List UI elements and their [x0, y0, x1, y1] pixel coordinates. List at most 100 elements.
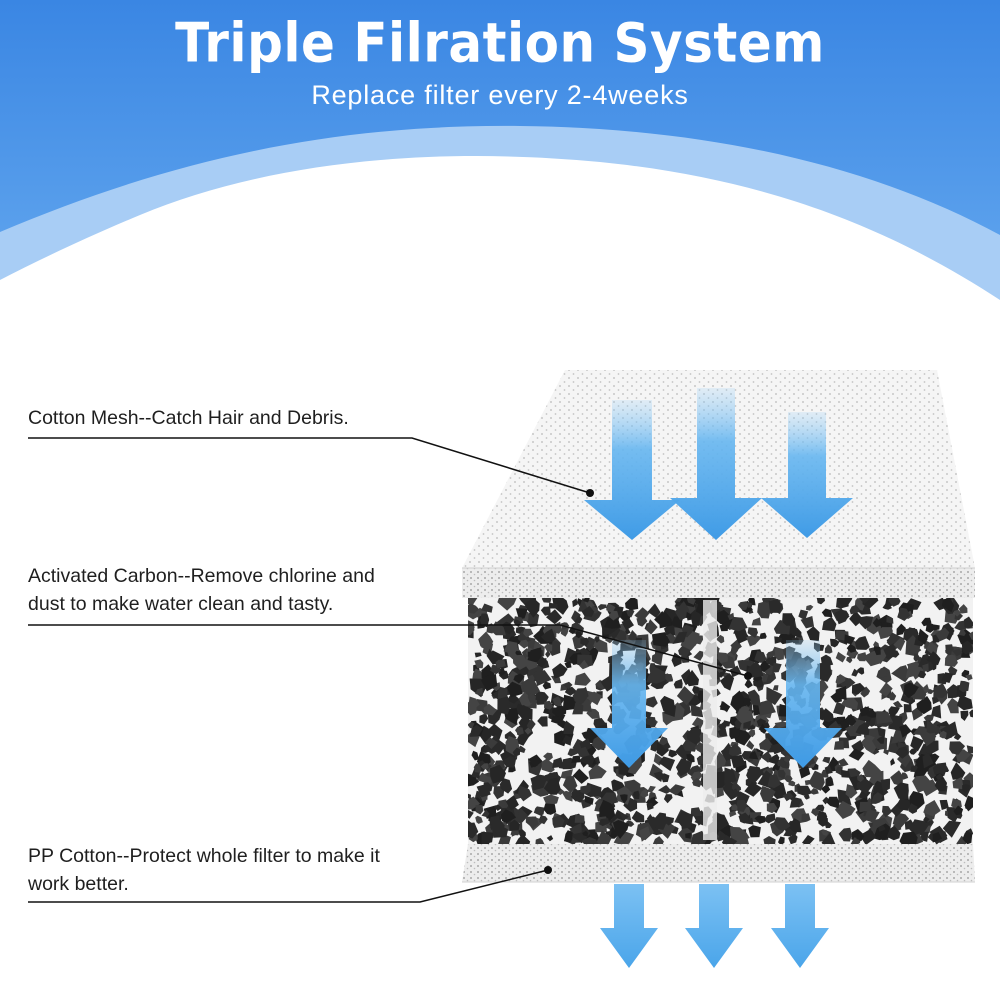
carbon-granule: [746, 634, 762, 647]
carbon-granule: [717, 727, 727, 737]
callout-dot: [544, 866, 552, 874]
carbon-granule: [518, 829, 526, 839]
carbon-granule: [571, 610, 581, 625]
carbon-granule: [896, 798, 911, 811]
carbon-granule: [740, 705, 750, 714]
carbon-granule: [746, 765, 763, 782]
carbon-granule: [859, 801, 871, 813]
carbon-granule: [480, 763, 489, 770]
carbon-granule: [890, 770, 904, 787]
carbon-granule: [563, 720, 575, 734]
carbon-granule: [767, 774, 781, 789]
water-flow-arrows-middle: [590, 640, 842, 768]
carbon-granule: [757, 601, 772, 619]
carbon-granule: [541, 598, 552, 603]
carbon-granule: [468, 793, 471, 799]
carbon-granule: [678, 826, 693, 843]
carbon-granule: [632, 790, 640, 799]
carbon-granule: [491, 682, 501, 692]
carbon-granule: [671, 616, 683, 630]
carbon-granule: [872, 617, 883, 628]
carbon-granule: [546, 609, 563, 625]
carbon-granule: [860, 686, 871, 698]
label-activated-carbon-line1: Activated Carbon--Remove chlorine and: [28, 565, 375, 587]
carbon-granule: [811, 808, 820, 817]
carbon-granule: [481, 831, 494, 844]
carbon-granule: [691, 717, 705, 729]
carbon-granule: [571, 787, 580, 798]
carbon-granule: [646, 666, 666, 684]
carbon-granule: [876, 735, 885, 744]
carbon-granule: [525, 816, 539, 829]
carbon-granule: [909, 643, 922, 655]
carbon-granule: [533, 806, 545, 816]
carbon-granule: [571, 755, 581, 763]
carbon-granule: [647, 603, 661, 618]
carbon-granule: [763, 836, 776, 844]
carbon-granule: [490, 819, 505, 835]
carbon-granule: [691, 830, 707, 844]
carbon-granule: [927, 688, 935, 695]
header-wave: [0, 0, 1000, 310]
carbon-granule: [801, 813, 811, 822]
carbon-granule: [729, 826, 750, 844]
carbon-granule: [904, 819, 915, 830]
carbon-granule: [802, 835, 815, 844]
carbon-granule: [500, 809, 517, 823]
carbon-granule: [841, 697, 859, 711]
carbon-granule: [686, 611, 692, 620]
carbon-granule: [546, 835, 554, 842]
carbon-granule: [747, 751, 759, 760]
carbon-granule: [905, 665, 918, 679]
carbon-granule: [758, 723, 767, 734]
carbon-granule: [843, 713, 857, 727]
carbon-granule: [523, 628, 534, 638]
carbon-granule: [945, 648, 952, 656]
carbon-granule: [675, 758, 693, 777]
carbon-granule: [652, 836, 664, 844]
carbon-granule: [949, 741, 966, 755]
carbon-granule: [822, 616, 837, 632]
carbon-granule: [835, 766, 843, 776]
carbon-granule: [690, 616, 701, 626]
carbon-granule: [493, 804, 502, 811]
carbon-granule: [862, 759, 881, 778]
carbon-granule: [956, 835, 967, 844]
carbon-granule: [527, 693, 537, 704]
carbon-granule: [965, 674, 973, 681]
carbon-granule: [888, 714, 903, 731]
carbon-granule: [468, 822, 479, 839]
carbon-granule: [693, 650, 706, 661]
carbon-granule: [515, 834, 531, 844]
carbon-granule: [645, 696, 658, 708]
carbon-granule: [735, 799, 748, 812]
carbon-granule: [512, 654, 530, 670]
label-pp-cotton-line2: work better.: [28, 873, 129, 895]
arrow-down-icon: [590, 640, 668, 768]
carbon-granule: [515, 726, 524, 736]
carbon-granule: [575, 631, 583, 639]
carbon-granule: [658, 785, 672, 794]
carbon-granule: [468, 696, 480, 709]
carbon-granule: [896, 623, 906, 636]
carbon-granule: [515, 608, 528, 620]
carbon-granule: [766, 802, 778, 814]
carbon-granule: [809, 788, 819, 795]
header-banner: Triple Filration System Replace filter e…: [0, 0, 1000, 310]
carbon-granule: [729, 665, 742, 678]
carbon-granule: [472, 668, 484, 681]
carbon-granule: [574, 615, 583, 624]
carbon-granule: [958, 629, 966, 636]
carbon-granule: [484, 737, 498, 749]
carbon-granule: [543, 803, 557, 815]
carbon-granule: [751, 617, 761, 626]
carbon-granule: [497, 696, 511, 715]
carbon-granule: [935, 627, 950, 642]
carbon-granule: [552, 757, 565, 769]
carbon-granule: [658, 736, 669, 746]
carbon-granule: [910, 735, 925, 752]
carbon-granule: [483, 703, 497, 716]
callout-lines: [28, 437, 752, 903]
carbon-granule: [824, 765, 833, 775]
carbon-granule: [552, 663, 568, 679]
